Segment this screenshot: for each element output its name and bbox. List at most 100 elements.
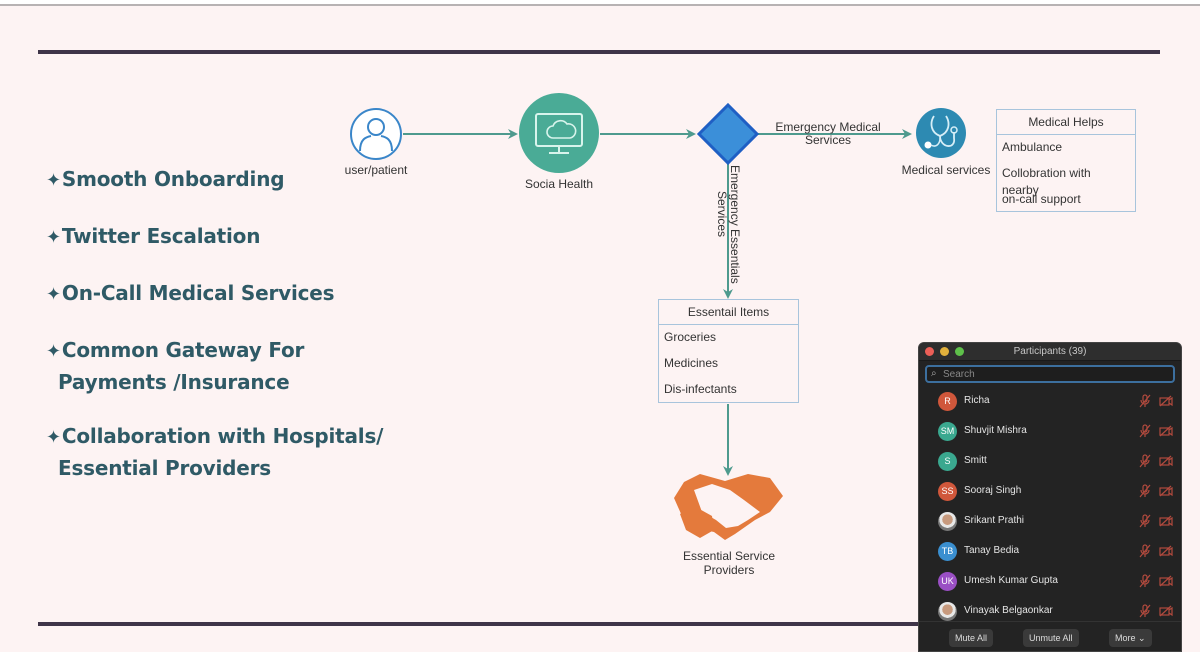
- socia-health-label: Socia Health: [524, 177, 594, 191]
- close-window-button[interactable]: [925, 347, 934, 356]
- video-off-icon[interactable]: [1159, 545, 1173, 557]
- essential-items-title: Essentail Items: [659, 300, 798, 325]
- medical-helps-item: Collobration with nearby: [1002, 166, 1091, 197]
- participant-name: Smitt: [964, 455, 987, 466]
- avatar: SM: [938, 422, 957, 441]
- minimize-window-button[interactable]: [940, 347, 949, 356]
- bullet-text-continued: Essential Providers: [58, 456, 272, 480]
- video-off-icon[interactable]: [1159, 575, 1173, 587]
- handshake-icon: [674, 474, 783, 540]
- medical-helps-item: Ambulance: [1002, 140, 1063, 154]
- bullet-text-continued: Payments /Insurance: [58, 370, 290, 394]
- medical-helps-title: Medical Helps: [997, 110, 1135, 135]
- participant-name: Shuvjit Mishra: [964, 425, 1027, 436]
- essential-providers-label: Essential Service Providers: [664, 549, 794, 577]
- star-bullet-icon: ✦: [46, 227, 61, 248]
- participant-row[interactable]: TB Tanay Bedia: [919, 537, 1181, 567]
- participant-name: Tanay Bedia: [964, 545, 1020, 556]
- bullet-text: Twitter Escalation: [61, 224, 261, 248]
- search-icon: ⌕: [931, 368, 937, 379]
- video-off-icon[interactable]: [1159, 605, 1173, 617]
- label-line: Providers: [703, 563, 755, 577]
- avatar: R: [938, 392, 957, 411]
- avatar: UK: [938, 572, 957, 591]
- stethoscope-icon: [916, 108, 966, 158]
- participant-row[interactable]: Srikant Prathi: [919, 507, 1181, 537]
- participant-row[interactable]: Vinayak Belgaonkar: [919, 597, 1181, 627]
- bullet-smooth-onboarding: ✦Smooth Onboarding: [46, 164, 285, 196]
- window-top-strip: [0, 0, 1200, 6]
- edge-label-line: Services: [804, 133, 851, 147]
- zoom-window-button[interactable]: [955, 347, 964, 356]
- medical-helps-item: on-call support: [1002, 192, 1081, 206]
- panel-titlebar[interactable]: Participants (39): [919, 343, 1181, 361]
- bullet-twitter-escalation: ✦Twitter Escalation: [46, 221, 260, 253]
- mute-all-button[interactable]: Mute All: [949, 629, 994, 647]
- medical-helps-box: Medical Helps Ambulance Collobration wit…: [996, 109, 1136, 212]
- bullet-text: Smooth Onboarding: [61, 167, 285, 191]
- monitor-cloud-icon: [519, 93, 599, 173]
- search-input[interactable]: [943, 367, 1163, 381]
- more-button[interactable]: More ⌄: [1109, 629, 1152, 647]
- video-off-icon[interactable]: [1159, 515, 1173, 527]
- star-bullet-icon: ✦: [46, 427, 61, 448]
- participant-row[interactable]: SS Sooraj Singh: [919, 477, 1181, 507]
- participant-name: Richa: [964, 395, 990, 406]
- avatar: SS: [938, 482, 957, 501]
- bullet-text: On-Call Medical Services: [61, 281, 335, 305]
- participant-name: Vinayak Belgaonkar: [964, 605, 1053, 616]
- participant-name: Srikant Prathi: [964, 515, 1025, 526]
- essential-items-box: Essentail Items Groceries Medicines Dis-…: [658, 299, 799, 403]
- slide-bottom-rule: [38, 622, 918, 626]
- panel-footer: Mute All Unmute All More ⌄: [919, 621, 1181, 651]
- essential-items-item: Groceries: [664, 330, 717, 344]
- participant-row[interactable]: R Richa: [919, 387, 1181, 417]
- star-bullet-icon: ✦: [46, 170, 61, 191]
- participant-row[interactable]: UK Umesh Kumar Gupta: [919, 567, 1181, 597]
- mic-muted-icon[interactable]: [1139, 514, 1151, 528]
- mic-muted-icon[interactable]: [1139, 424, 1151, 438]
- video-off-icon[interactable]: [1159, 395, 1173, 407]
- avatar: [938, 512, 957, 531]
- label-line: Essential Service: [682, 549, 776, 563]
- star-bullet-icon: ✦: [46, 284, 61, 305]
- bullet-on-call-medical: ✦On-Call Medical Services: [46, 278, 335, 310]
- edge-label-line: Emergency Essentials: [728, 165, 742, 284]
- bullet-common-gateway: ✦Common Gateway For Payments /Insurance: [46, 335, 304, 397]
- emergency-medical-edge-label: Emergency Medical Services: [770, 121, 886, 147]
- user-patient-label: user/patient: [344, 163, 408, 177]
- bullet-text: Common Gateway For: [61, 338, 305, 362]
- avatar: S: [938, 452, 957, 471]
- search-box[interactable]: ⌕: [925, 365, 1175, 383]
- video-off-icon[interactable]: [1159, 425, 1173, 437]
- panel-title: Participants (39): [1013, 346, 1087, 357]
- video-off-icon[interactable]: [1159, 485, 1173, 497]
- slide-top-rule: [38, 50, 1160, 54]
- avatar: TB: [938, 542, 957, 561]
- avatar: [938, 602, 957, 621]
- mic-muted-icon[interactable]: [1139, 574, 1151, 588]
- edge-label-line: Emergency Medical: [775, 120, 881, 134]
- user-icon: [350, 108, 402, 160]
- participant-name: Sooraj Singh: [964, 485, 1022, 496]
- participant-row[interactable]: SM Shuvjit Mishra: [919, 417, 1181, 447]
- emergency-essentials-edge-label: Emergency Essentials Services: [711, 165, 742, 295]
- edge-label-line: Services: [715, 191, 729, 238]
- medical-services-label: Medical services: [901, 163, 991, 177]
- mic-muted-icon[interactable]: [1139, 544, 1151, 558]
- mic-muted-icon[interactable]: [1139, 484, 1151, 498]
- bullet-text: Collaboration with Hospitals/: [61, 424, 384, 448]
- participant-name: Umesh Kumar Gupta: [964, 575, 1058, 586]
- bullet-collaboration: ✦Collaboration with Hospitals/ Essential…: [46, 421, 383, 483]
- mic-muted-icon[interactable]: [1139, 454, 1151, 468]
- video-off-icon[interactable]: [1159, 455, 1173, 467]
- mic-muted-icon[interactable]: [1139, 604, 1151, 618]
- mic-muted-icon[interactable]: [1139, 394, 1151, 408]
- decision-diamond: [696, 102, 760, 166]
- participant-row[interactable]: S Smitt: [919, 447, 1181, 477]
- unmute-all-button[interactable]: Unmute All: [1023, 629, 1079, 647]
- star-bullet-icon: ✦: [46, 341, 61, 362]
